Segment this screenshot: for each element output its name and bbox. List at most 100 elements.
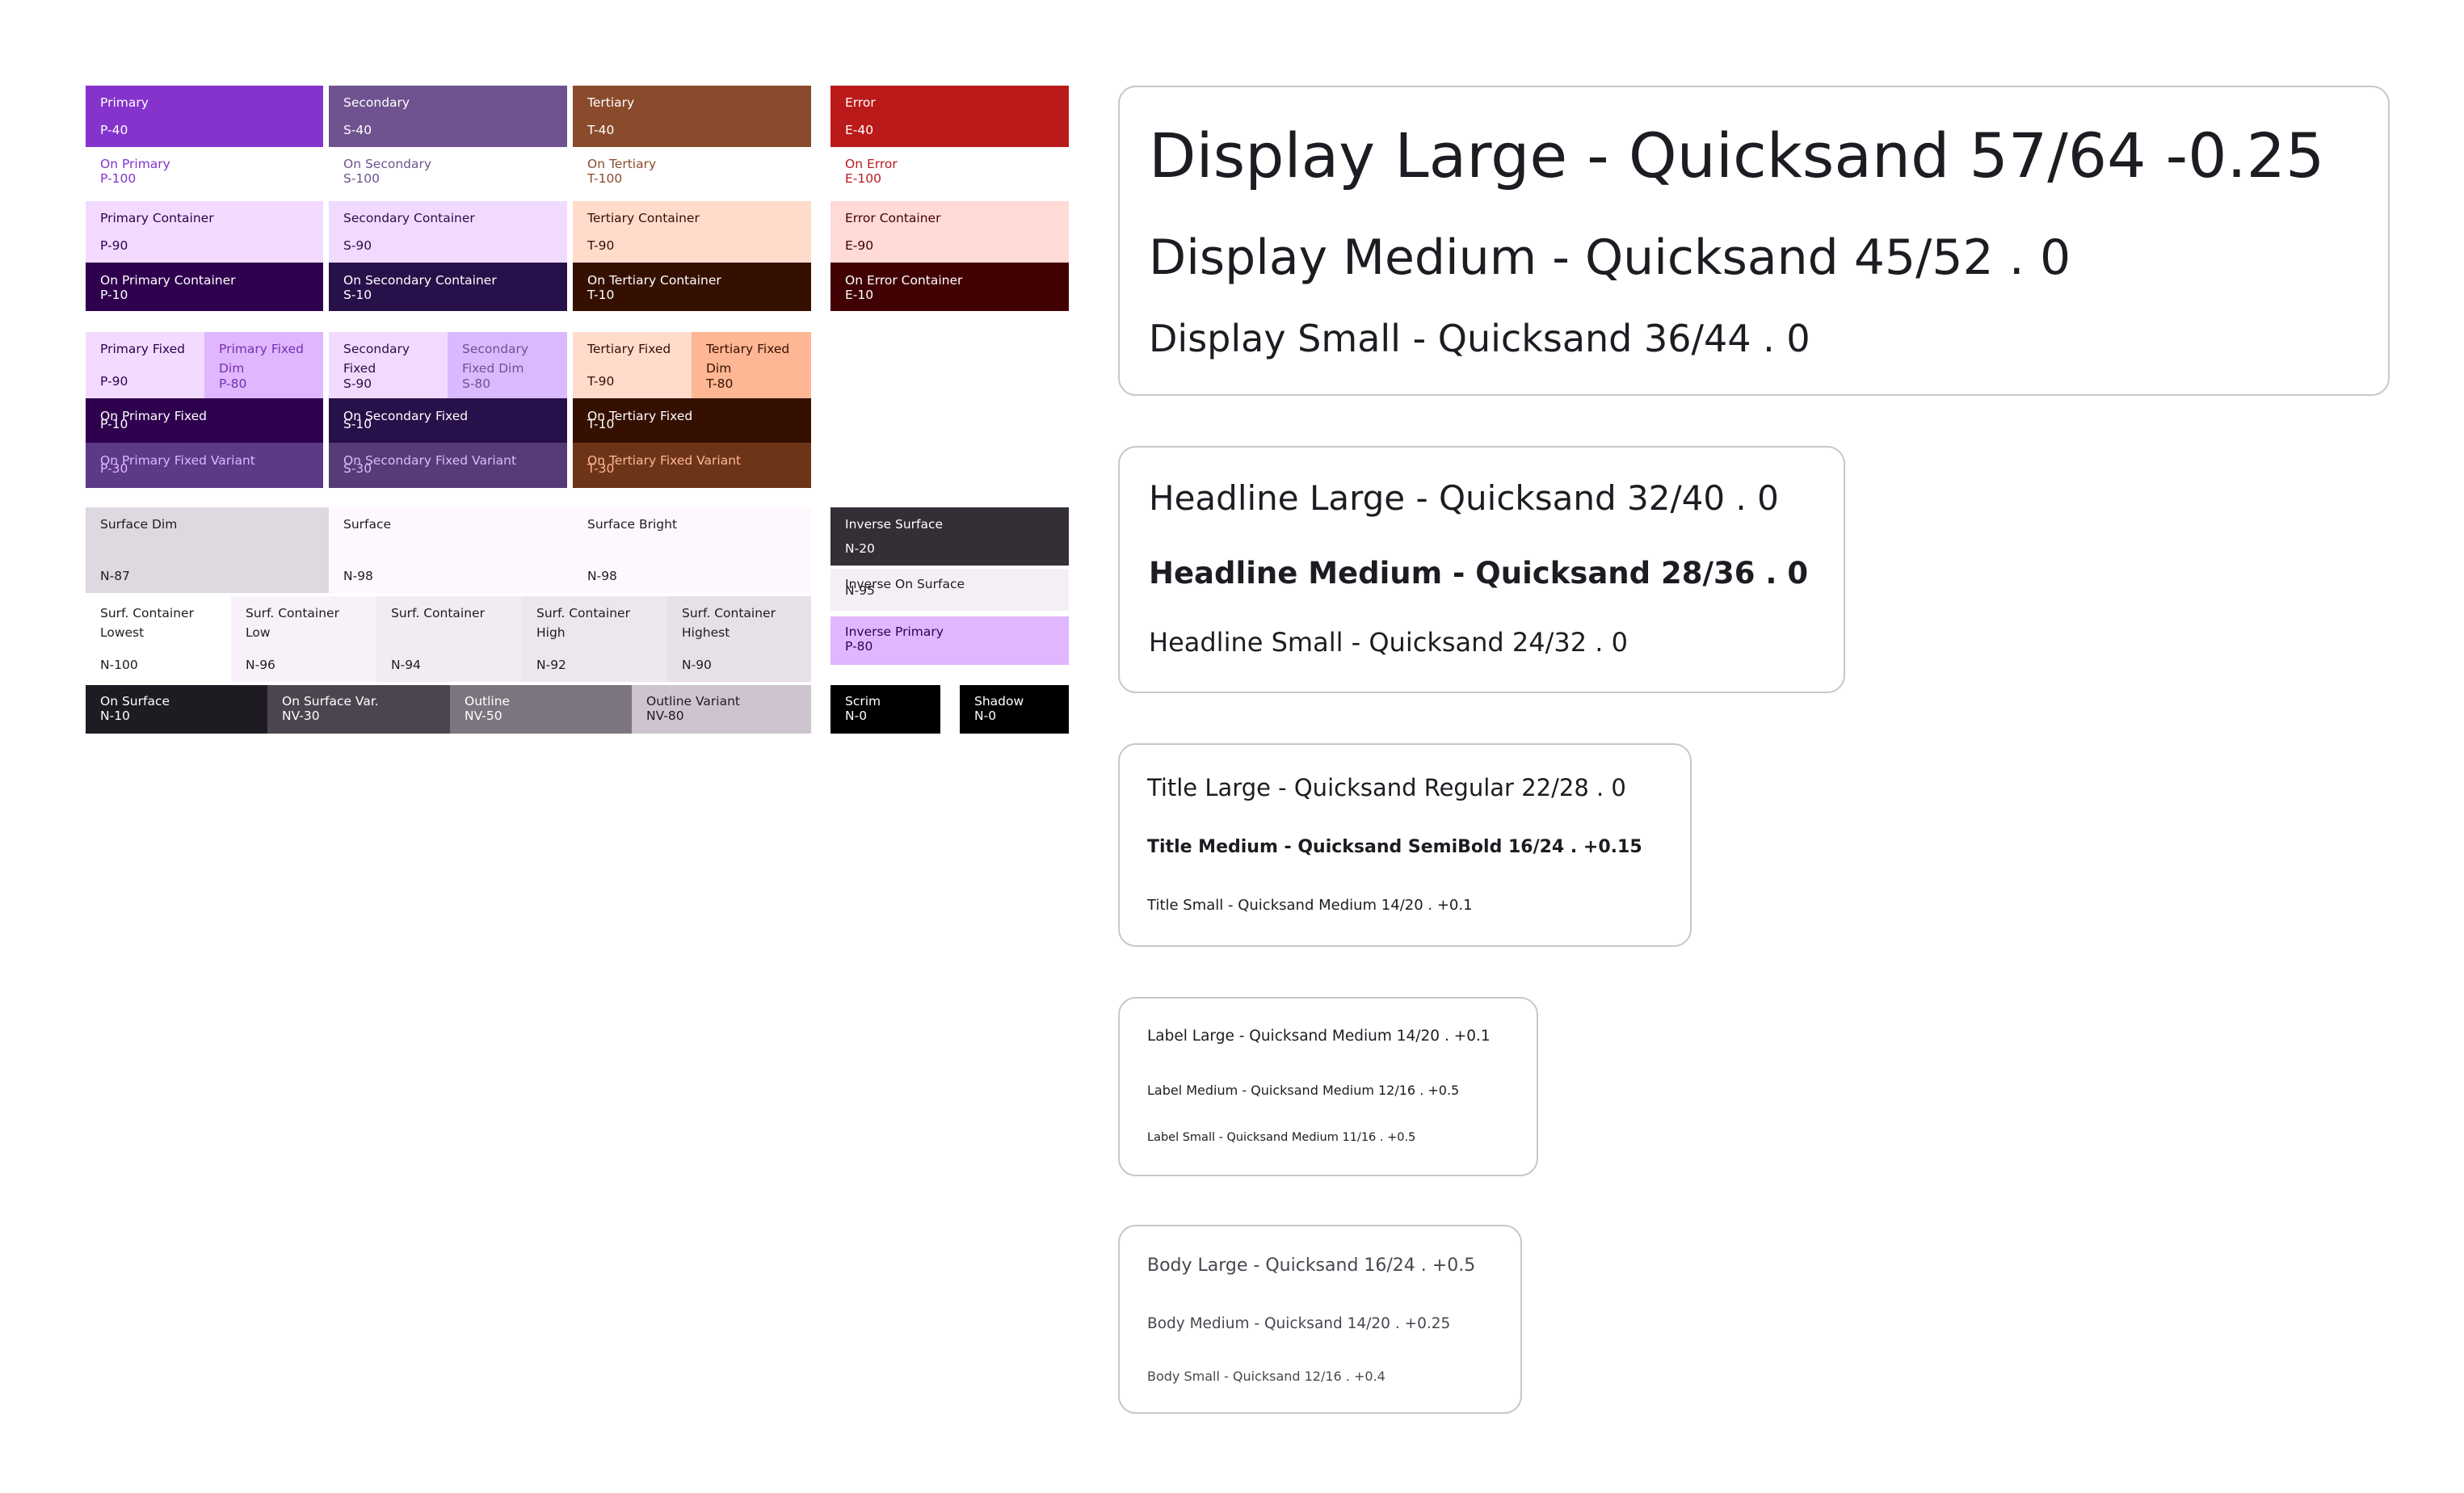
display-small-sample: Display Small - Quicksand 36/44 . 0 — [1149, 317, 1810, 360]
swatch-name: Error — [845, 95, 876, 110]
swatch-code: N-94 — [391, 657, 421, 672]
swatch-name: On Primary Fixed — [100, 409, 207, 423]
display-type-card: Display Large - Quicksand 57/64 -0.25 Di… — [1118, 86, 2390, 396]
swatch-primary-fixed: Primary Fixed P-90 — [86, 332, 204, 398]
swatch-code: N-95 — [845, 583, 875, 599]
swatch-error: Error E-40 — [830, 86, 1069, 147]
swatch-code: P-90 — [100, 373, 128, 389]
swatch-code: N-92 — [536, 657, 566, 672]
swatch-on-tertiary-fixed-variant: On Tertiary Fixed Variant T-30 — [573, 443, 811, 488]
swatch-outline-variant: Outline Variant NV-80 — [632, 685, 811, 734]
swatch-primary-fixed-dim: Primary Fixed Dim P-80 — [204, 332, 323, 398]
headline-small-sample: Headline Small - Quicksand 24/32 . 0 — [1149, 627, 1628, 658]
swatch-code: T-90 — [587, 238, 615, 253]
swatch-code: NV-50 — [465, 709, 502, 724]
swatch-name: On Primary — [100, 157, 170, 171]
body-small-sample: Body Small - Quicksand 12/16 . +0.4 — [1147, 1369, 1385, 1384]
swatch-code: NV-30 — [282, 709, 320, 724]
swatch-error-container: Error Container E-90 — [830, 201, 1069, 263]
swatch-code: N-98 — [587, 568, 617, 583]
swatch-name: Outline — [465, 694, 511, 709]
swatch-code: NV-80 — [646, 709, 684, 724]
swatch-code: S-100 — [343, 171, 381, 187]
swatch-on-primary-container: On Primary Container P-10 — [86, 263, 323, 311]
swatch-code: S-10 — [343, 288, 372, 303]
swatch-code: E-90 — [845, 238, 874, 253]
swatch-on-primary-fixed-variant: On Primary Fixed Variant P-30 — [86, 443, 323, 488]
swatch-code: S-40 — [343, 122, 372, 137]
swatch-name-line1: Secondary — [343, 342, 410, 356]
headline-large-sample: Headline Large - Quicksand 32/40 . 0 — [1149, 478, 1779, 518]
swatch-inverse-on-surface: Inverse On Surface N-95 — [830, 569, 1069, 611]
swatch-name-line1: Surf. Container — [100, 606, 194, 620]
swatch-name-line1: Surf. Container — [246, 606, 339, 620]
swatch-code: P-100 — [100, 171, 137, 187]
swatch-name: Shadow — [974, 694, 1024, 709]
swatch-name-line1: Secondary — [462, 342, 529, 356]
swatch-code: T-40 — [587, 122, 615, 137]
swatch-on-secondary: On Secondary S-100 — [329, 150, 567, 187]
swatch-secondary: Secondary S-40 — [329, 86, 567, 147]
swatch-code: T-100 — [587, 171, 623, 187]
swatch-code: S-90 — [343, 376, 372, 391]
swatch-name: Scrim — [845, 694, 881, 709]
swatch-surf-container: Surf. Container N-94 — [376, 596, 522, 682]
swatch-name: Inverse On Surface — [845, 577, 965, 591]
swatch-name: Surface Bright — [587, 517, 678, 532]
swatch-name: Secondary Container — [343, 211, 475, 225]
swatch-on-secondary-container: On Secondary Container S-10 — [329, 263, 567, 311]
swatch-code: T-10 — [587, 417, 615, 432]
swatch-tertiary-container: Tertiary Container T-90 — [573, 201, 811, 263]
swatch-name: On Secondary Fixed Variant — [343, 453, 517, 468]
swatch-name: On Error — [845, 157, 898, 171]
swatch-code: N-96 — [246, 657, 275, 672]
swatch-surface-dim: Surface Dim N-87 — [86, 507, 329, 593]
swatch-on-secondary-fixed: On Secondary Fixed S-10 — [329, 398, 567, 443]
swatch-surf-container-lowest: Surf. Container Lowest N-100 — [86, 596, 231, 682]
swatch-surf-container-low: Surf. Container Low N-96 — [231, 596, 376, 682]
swatch-name: Tertiary — [587, 95, 635, 110]
swatch-name: On Surface — [100, 694, 170, 709]
swatch-code: N-90 — [682, 657, 712, 672]
swatch-name-line2: Lowest — [100, 625, 145, 641]
swatch-code: T-30 — [587, 461, 615, 477]
swatch-on-tertiary-fixed: On Tertiary Fixed T-10 — [573, 398, 811, 443]
swatch-inverse-surface: Inverse Surface N-20 — [830, 507, 1069, 566]
display-medium-sample: Display Medium - Quicksand 45/52 . 0 — [1149, 229, 2071, 286]
swatch-code: E-40 — [845, 122, 874, 137]
headline-type-card: Headline Large - Quicksand 32/40 . 0 Hea… — [1118, 446, 1845, 693]
swatch-secondary-fixed-dim: Secondary Fixed Dim S-80 — [448, 332, 567, 398]
swatch-code: E-100 — [845, 171, 881, 187]
swatch-code: N-0 — [845, 709, 868, 724]
swatch-name: On Tertiary — [587, 157, 657, 171]
swatch-name-line1: Primary Fixed — [219, 342, 304, 356]
swatch-name-line1: Surf. Container — [682, 606, 776, 620]
swatch-code: N-0 — [974, 709, 997, 724]
swatch-code: N-10 — [100, 709, 130, 724]
swatch-primary: Primary P-40 — [86, 86, 323, 147]
swatch-on-surface-var: On Surface Var. NV-30 — [267, 685, 450, 734]
swatch-on-primary-fixed: On Primary Fixed P-10 — [86, 398, 323, 443]
label-medium-sample: Label Medium - Quicksand Medium 12/16 . … — [1147, 1083, 1460, 1098]
swatch-secondary-container: Secondary Container S-90 — [329, 201, 567, 263]
swatch-shadow: Shadow N-0 — [960, 685, 1069, 734]
swatch-name: On Secondary Fixed — [343, 409, 469, 423]
swatch-on-error: On Error E-100 — [830, 150, 1069, 187]
swatch-name: On Primary Fixed Variant — [100, 453, 255, 468]
swatch-name-line2: Fixed — [343, 361, 376, 376]
swatch-name-line1: Tertiary Fixed — [706, 342, 790, 356]
swatch-name: Secondary — [343, 95, 410, 110]
swatch-on-surface: On Surface N-10 — [86, 685, 267, 734]
swatch-code: S-30 — [343, 461, 372, 477]
body-large-sample: Body Large - Quicksand 16/24 . +0.5 — [1147, 1255, 1476, 1276]
swatch-code: E-10 — [845, 288, 874, 303]
swatch-surface-bright: Surface Bright N-98 — [573, 507, 811, 593]
swatch-code: P-80 — [219, 376, 247, 391]
swatch-scrim: Scrim N-0 — [830, 685, 940, 734]
label-type-card: Label Large - Quicksand Medium 14/20 . +… — [1118, 997, 1538, 1176]
swatch-name: On Error Container — [845, 273, 963, 288]
swatch-name: On Secondary Container — [343, 273, 497, 288]
swatch-code: P-30 — [100, 461, 128, 477]
title-large-sample: Title Large - Quicksand Regular 22/28 . … — [1147, 774, 1626, 801]
swatch-code: T-80 — [706, 376, 734, 391]
